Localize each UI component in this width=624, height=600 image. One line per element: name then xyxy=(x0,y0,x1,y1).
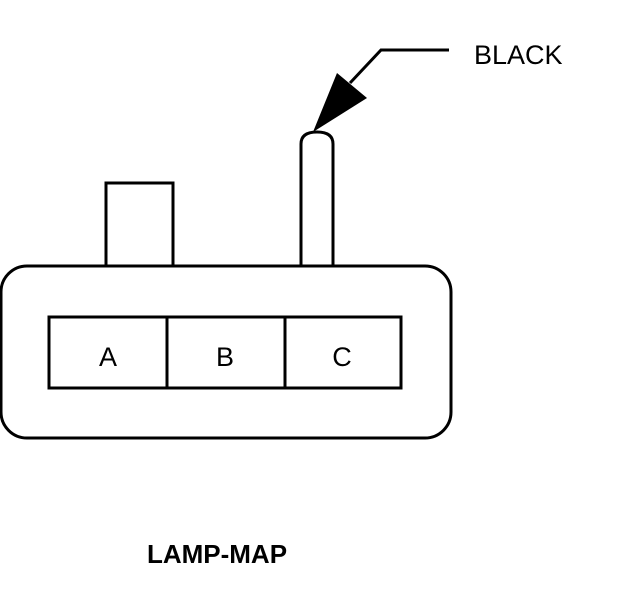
connector-title: LAMP-MAP xyxy=(147,539,287,569)
pin-label-b: B xyxy=(216,342,234,372)
connector-latch-tab xyxy=(104,181,175,269)
leader-line xyxy=(348,48,449,85)
wire-color-label: BLACK xyxy=(474,40,563,70)
wire-lead xyxy=(299,130,335,266)
leader-arrowhead xyxy=(313,73,367,132)
pin-label-c: C xyxy=(332,342,352,372)
pin-label-a: A xyxy=(99,342,117,372)
pin-cavity-row xyxy=(47,315,403,390)
